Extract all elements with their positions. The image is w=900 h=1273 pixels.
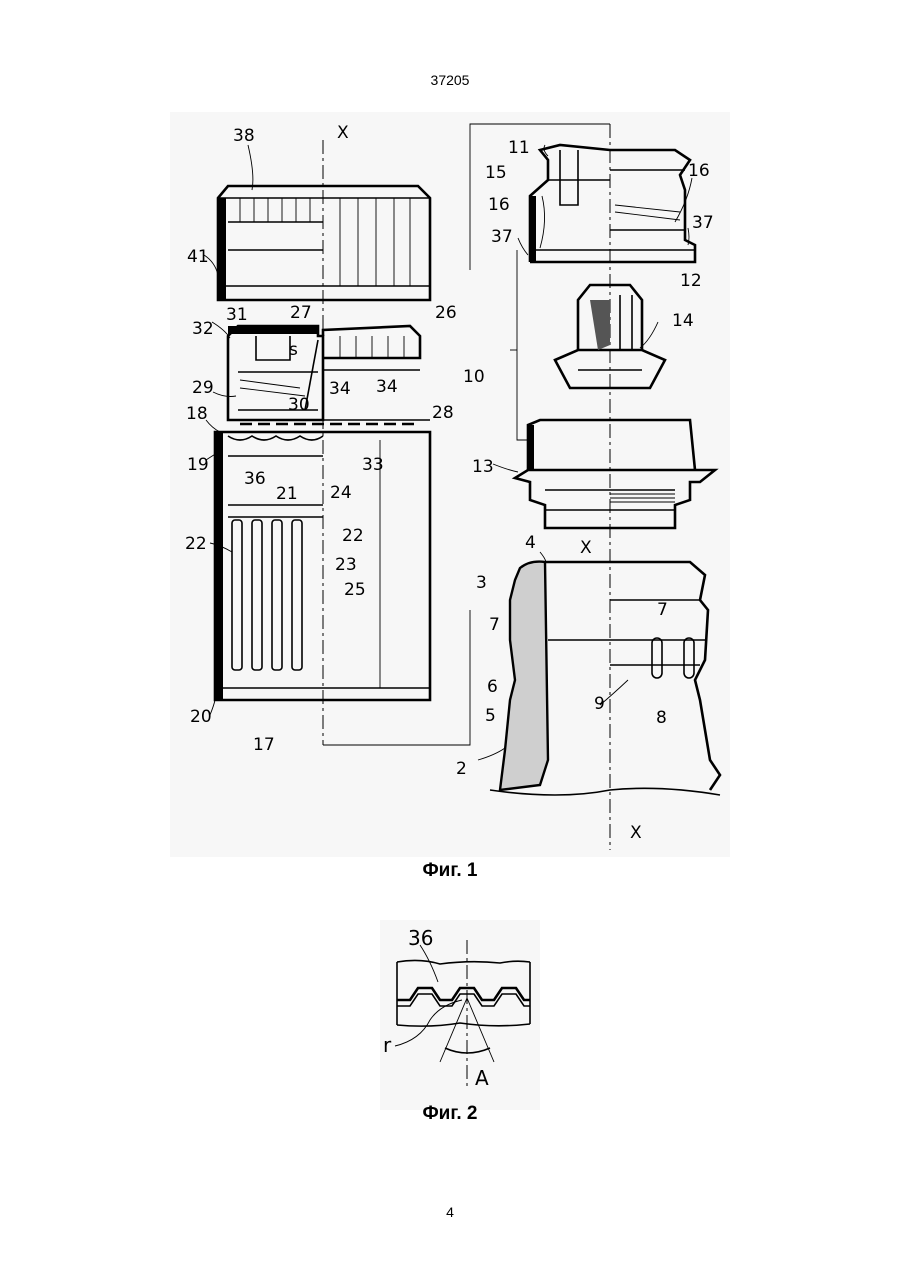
label-41: 41 xyxy=(187,247,209,267)
label-7-right: 7 xyxy=(657,600,668,620)
label-7-left: 7 xyxy=(489,615,500,635)
label-16-left: 16 xyxy=(488,195,510,215)
label-5: 5 xyxy=(485,706,496,726)
label-25: 25 xyxy=(344,580,366,600)
page-number: 4 xyxy=(0,1204,900,1220)
label-22-left: 22 xyxy=(185,534,207,554)
label-2: 2 xyxy=(456,759,467,779)
label-32: 32 xyxy=(192,319,214,339)
label-X-top: X xyxy=(337,123,349,143)
label-12: 12 xyxy=(680,271,702,291)
label-10: 10 xyxy=(463,367,485,387)
label-17: 17 xyxy=(253,735,275,755)
label-34-left: 34 xyxy=(329,379,351,399)
label-11: 11 xyxy=(508,138,530,158)
label-38: 38 xyxy=(233,126,255,146)
label-20: 20 xyxy=(190,707,212,727)
label-22-right: 22 xyxy=(342,526,364,546)
label-15: 15 xyxy=(485,163,507,183)
label-33: 33 xyxy=(362,455,384,475)
label-4: 4 xyxy=(525,533,536,553)
label-29: 29 xyxy=(192,378,214,398)
label-36: 36 xyxy=(244,469,266,489)
label-21: 21 xyxy=(276,484,298,504)
label-13: 13 xyxy=(472,457,494,477)
label-24: 24 xyxy=(330,483,352,503)
label-37-right: 37 xyxy=(692,213,714,233)
label-34-right: 34 xyxy=(376,377,398,397)
label-27: 27 xyxy=(290,303,312,323)
label-31: 31 xyxy=(226,305,248,325)
label-16-right: 16 xyxy=(688,161,710,181)
label-19: 19 xyxy=(187,455,209,475)
figure-1-caption: Фиг. 1 xyxy=(0,860,900,882)
label-3: 3 xyxy=(476,573,487,593)
label-6: 6 xyxy=(487,677,498,697)
label-23: 23 xyxy=(335,555,357,575)
label-9: 9 xyxy=(594,694,605,714)
label-37-left: 37 xyxy=(491,227,513,247)
label-28: 28 xyxy=(432,403,454,423)
label-30: 30 xyxy=(288,395,310,415)
label-8: 8 xyxy=(656,708,667,728)
label-18: 18 xyxy=(186,404,208,424)
label-X-bottom: X xyxy=(630,823,642,843)
label-s: s xyxy=(289,340,298,360)
label-X-middle: X xyxy=(580,538,592,558)
figure-2-caption: Фиг. 2 xyxy=(0,1103,900,1125)
label-14: 14 xyxy=(672,311,694,331)
label-26: 26 xyxy=(435,303,457,323)
